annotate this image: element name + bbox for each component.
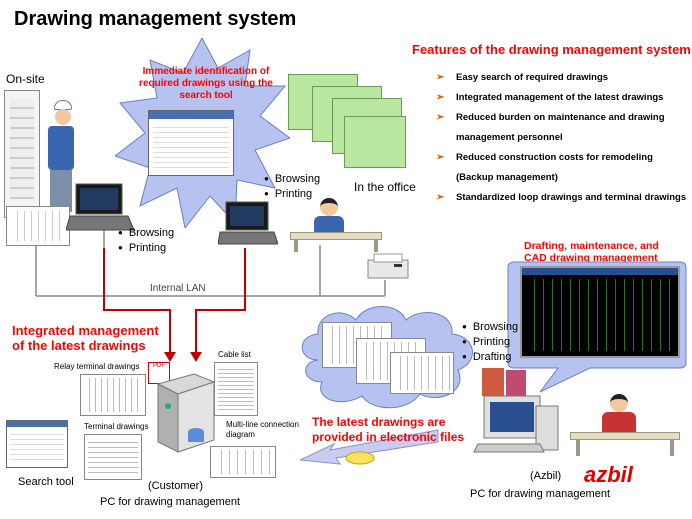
- office-action-printing: Printing: [264, 187, 320, 202]
- terminal-drawings-label: Terminal drawings: [84, 422, 149, 431]
- terminal-drawing-image: [84, 434, 142, 480]
- azbil-logo: azbil: [584, 462, 633, 487]
- arrow-bullet-icon: ➢: [436, 92, 445, 103]
- search-callout-text: Immediate identification of required dra…: [139, 66, 273, 101]
- search-screen-image: [148, 110, 234, 176]
- onsite-drawing-image: [6, 206, 70, 246]
- feature-item: ➢Easy search of required drawings: [436, 68, 688, 88]
- azbil-owner-label: (Azbil): [530, 470, 562, 482]
- feature-item: ➢Integrated management of the latest dra…: [436, 88, 688, 108]
- azbil-pc-image: [473, 368, 559, 453]
- features-list: ➢Easy search of required drawings ➢Integ…: [436, 68, 688, 208]
- cabinet-image: [4, 90, 40, 218]
- azbil-action-drafting: Drafting: [462, 350, 518, 365]
- arrow-bullet-icon: ➢: [436, 72, 445, 83]
- office-drawings-stack: [288, 68, 413, 183]
- electronic-files-label: The latest drawings are provided in elec…: [312, 415, 465, 444]
- azbil-action-browsing: Browsing: [462, 320, 518, 335]
- server-image: [156, 373, 216, 453]
- arrow-bullet-icon: ➢: [436, 192, 445, 203]
- office-worker-image: [290, 196, 382, 252]
- page-title: Drawing management system: [14, 8, 297, 30]
- features-title: Features of the drawing management syste…: [412, 42, 691, 57]
- relay-terminal-label: Relay terminal drawings: [54, 362, 140, 371]
- cable-list-image: [214, 362, 258, 416]
- feature-item: ➢Reduced construction costs for remodeli…: [436, 148, 688, 188]
- onsite-laptop-image: [66, 183, 135, 231]
- integrated-label: Integrated management of the latest draw…: [12, 323, 159, 353]
- azbil-actions: Browsing Printing Drafting: [462, 320, 518, 365]
- office-laptop-image: [218, 201, 278, 245]
- relay-drawing-image: [80, 374, 146, 416]
- printer-image: [367, 253, 409, 279]
- office-action-browsing: Browsing: [264, 172, 320, 187]
- multiline-diagram-image: [210, 446, 276, 478]
- onsite-label: On-site: [6, 72, 45, 86]
- onsite-action-printing: Printing: [118, 241, 174, 256]
- azbil-pc-label: PC for drawing management: [470, 488, 611, 500]
- azbil-worker-image: [570, 394, 680, 458]
- onsite-action-browsing: Browsing: [118, 226, 174, 241]
- cad-label: Drafting, maintenance, and CAD drawing m…: [524, 240, 659, 264]
- feature-item: ➢Reduced burden on maintenance and drawi…: [436, 108, 688, 148]
- feature-item: ➢Standardized loop drawings and terminal…: [436, 188, 688, 208]
- search-tool-image: [6, 420, 68, 468]
- worker-image: [40, 100, 80, 220]
- customer-owner-label: (Customer): [148, 480, 204, 492]
- arrow-bullet-icon: ➢: [436, 112, 445, 123]
- arrow-bullet-icon: ➢: [436, 152, 445, 163]
- electronic-file-arrow: [300, 429, 439, 465]
- azbil-action-printing: Printing: [462, 335, 518, 350]
- multiline-label: Multi-line connection diagram: [226, 420, 299, 439]
- lan-label: Internal LAN: [150, 283, 206, 294]
- cable-list-label: Cable list: [218, 350, 251, 359]
- cad-screen-image: [520, 266, 680, 358]
- customer-pc-label: PC for drawing management: [100, 496, 241, 508]
- office-actions: Browsing Printing: [264, 172, 320, 202]
- office-label: In the office: [354, 180, 416, 194]
- cloud-drawing-3: [390, 352, 454, 394]
- search-tool-label: Search tool: [18, 476, 74, 488]
- onsite-actions: Browsing Printing: [118, 226, 174, 256]
